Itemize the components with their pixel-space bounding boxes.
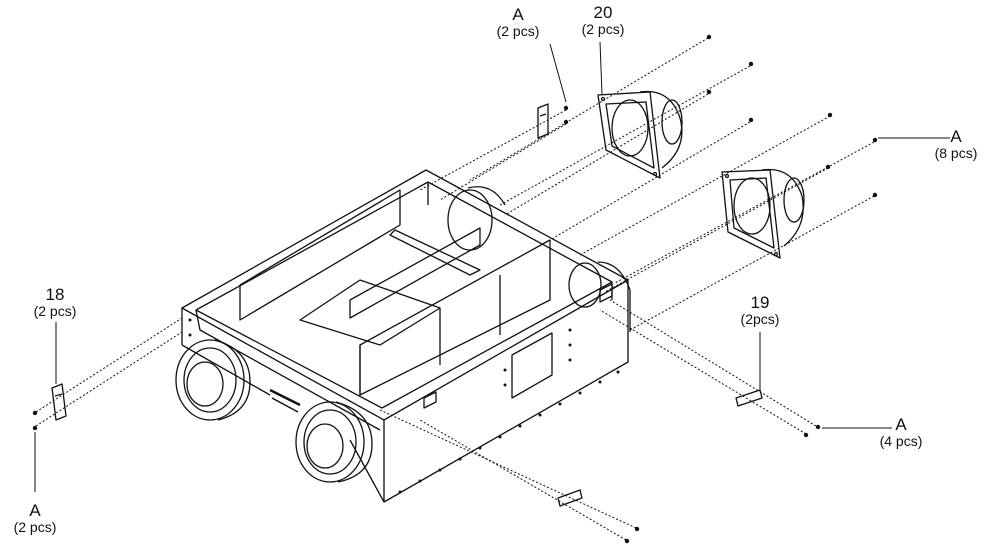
screw-icon — [803, 432, 809, 438]
callout-qty: (2 pcs) — [13, 518, 57, 535]
screw-icon — [872, 192, 878, 198]
callout-a-right: A (8 pcs) — [926, 128, 986, 161]
screw-icon — [825, 164, 831, 170]
callout-qty: (2 pcs) — [496, 22, 540, 39]
callout-label: A — [512, 5, 524, 24]
callout-qty: (2 pcs) — [581, 20, 625, 37]
screw-icon — [634, 526, 640, 532]
screw-icon — [32, 410, 38, 416]
bracket-icon — [557, 489, 583, 507]
screw-icon — [748, 61, 754, 67]
callout-a-bottom: A (2 pcs) — [4, 502, 66, 535]
callout-qty: (8 pcs) — [934, 144, 978, 161]
callout-label: A — [29, 501, 41, 520]
screw-icon — [706, 34, 712, 40]
bracket-icon — [735, 389, 763, 407]
screw-icon — [563, 105, 569, 111]
callout-label: 18 — [45, 285, 65, 304]
callout-label: 19 — [750, 293, 770, 312]
callout-part-18: 18 (2 pcs) — [25, 286, 85, 319]
callout-qty: (4 pcs) — [879, 432, 923, 449]
callout-qty: (2 pcs) — [33, 302, 77, 319]
front-duct-collar-right — [295, 401, 373, 483]
screw-icon — [624, 538, 630, 544]
callout-label: 20 — [593, 3, 613, 22]
screw-icon — [32, 425, 38, 431]
callout-a-top: A (2 pcs) — [488, 6, 548, 39]
duct-flange-upper — [597, 90, 683, 179]
callout-a-lower: A (4 pcs) — [870, 416, 932, 449]
bracket-icon — [51, 383, 67, 421]
housing-body — [181, 169, 629, 503]
screw-icon — [563, 119, 569, 125]
callout-qty: (2pcs) — [740, 310, 780, 327]
screw-icon — [706, 89, 712, 95]
screw-icon — [815, 424, 821, 430]
callout-label: A — [895, 415, 907, 434]
bracket-icon — [537, 103, 549, 139]
bracket-icon — [423, 391, 437, 409]
bracket-icon — [599, 283, 613, 303]
front-duct-collar-left — [175, 339, 251, 421]
screw-icon — [827, 112, 833, 118]
screw-icon — [872, 137, 878, 143]
callout-label: A — [950, 127, 962, 146]
callout-part-19: 19 (2pcs) — [732, 294, 788, 327]
duct-flange-lower — [721, 168, 805, 259]
callout-part-20: 20 (2 pcs) — [572, 4, 634, 37]
screw-icon — [748, 117, 754, 123]
